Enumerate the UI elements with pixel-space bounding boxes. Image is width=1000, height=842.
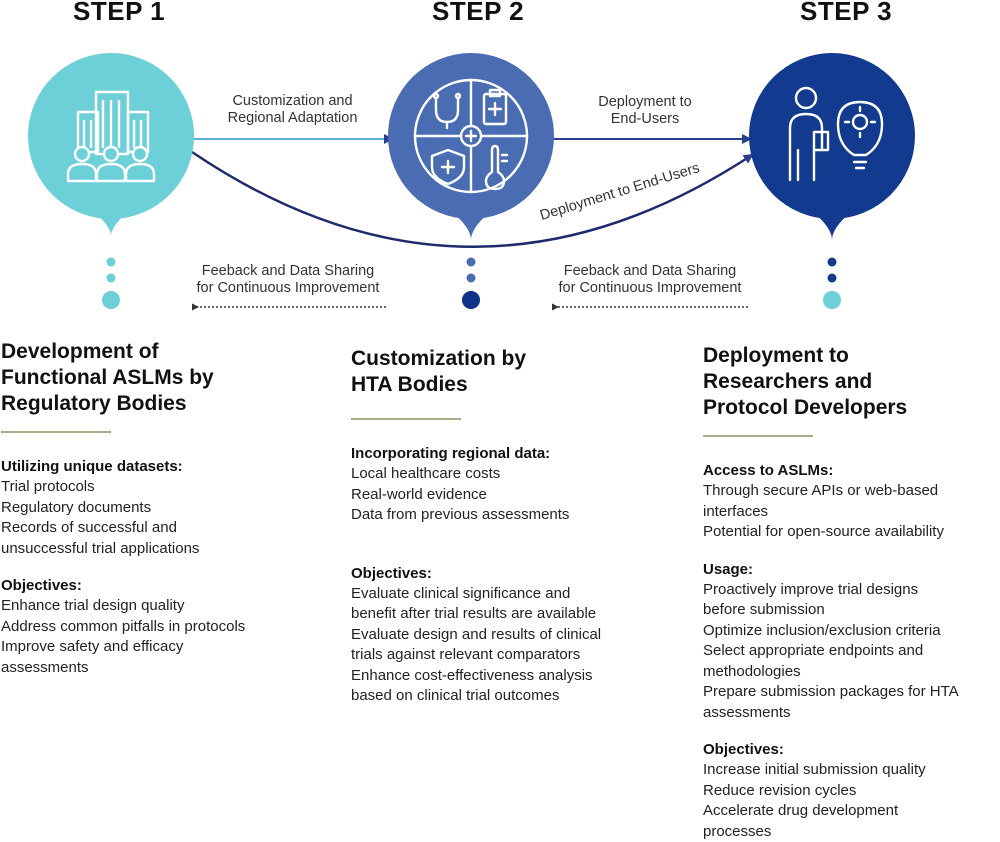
list-item: Enhance cost-effectiveness analysis [351,666,651,687]
flow-label-step2-step3: Deployment to End-Users [570,94,720,128]
step1-label: STEP 1 [73,0,165,27]
section-heading: Incorporating regional data: [351,444,651,464]
divider [1,431,111,433]
list-item: based on clinical trial outcomes [351,686,651,707]
list-item: Prepare submission packages for HTA [703,682,1000,703]
list-item: unsuccessful trial applications [1,539,301,560]
list-item: Proactively improve trial designs [703,580,1000,601]
section-heading: Access to ASLMs: [703,461,1000,481]
column-step3: Deployment to Researchers and Protocol D… [703,343,1000,842]
list-item: assessments [1,658,301,679]
column-title: Deployment to Researchers and Protocol D… [703,343,1000,421]
healthcare-icon [415,80,527,192]
list-item: Regulatory documents [1,498,301,519]
step3-label: STEP 3 [800,0,892,27]
list-item: Trial protocols [1,477,301,498]
step2-label: STEP 2 [432,0,524,27]
feedback-label-3-2: Feeback and Data Sharing for Continuous … [545,263,755,297]
list-item: Enhance trial design quality [1,596,301,617]
section-heading: Objectives: [351,564,651,584]
column-step1: Development of Functional ASLMs by Regul… [1,339,301,678]
column-step2: Customization by HTA Bodies Incorporatin… [351,346,651,707]
list-item: Select appropriate endpoints and [703,641,1000,662]
list-item: Data from previous assessments [351,505,651,526]
divider [703,435,813,437]
step3-pin [749,53,915,309]
list-item: Optimize inclusion/exclusion criteria [703,621,1000,642]
feedback-label-2-1: Feeback and Data Sharing for Continuous … [183,263,393,297]
list-item: Local healthcare costs [351,464,651,485]
step2-pin [388,53,554,309]
column-title: Customization by HTA Bodies [351,346,651,398]
list-item: Address common pitfalls in protocols [1,617,301,638]
section-heading: Usage: [703,560,1000,580]
step1-pin [28,53,194,309]
list-item: Reduce revision cycles [703,781,1000,802]
list-item: benefit after trial results are availabl… [351,604,651,625]
list-item: Real-world evidence [351,485,651,506]
list-item: Potential for open-source availability [703,522,1000,543]
process-diagram [0,0,1000,320]
list-item: methodologies [703,662,1000,683]
list-item: assessments [703,703,1000,724]
section-heading: Objectives: [1,576,301,596]
column-title: Development of Functional ASLMs by Regul… [1,339,301,417]
list-item: before submission [703,600,1000,621]
list-item: Through secure APIs or web-based [703,481,1000,502]
divider [351,418,461,420]
list-item: trials against relevant comparators [351,645,651,666]
flow-label-step1-step2: Customization and Regional Adaptation [205,93,380,127]
list-item: Increase initial submission quality [703,760,1000,781]
section-heading: Objectives: [703,740,1000,760]
section-heading: Utilizing unique datasets: [1,457,301,477]
list-item: Evaluate clinical significance and [351,584,651,605]
list-item: Accelerate drug development [703,801,1000,822]
list-item: Records of successful and [1,518,301,539]
list-item: interfaces [703,502,1000,523]
list-item: Evaluate design and results of clinical [351,625,651,646]
list-item: Improve safety and efficacy [1,637,301,658]
